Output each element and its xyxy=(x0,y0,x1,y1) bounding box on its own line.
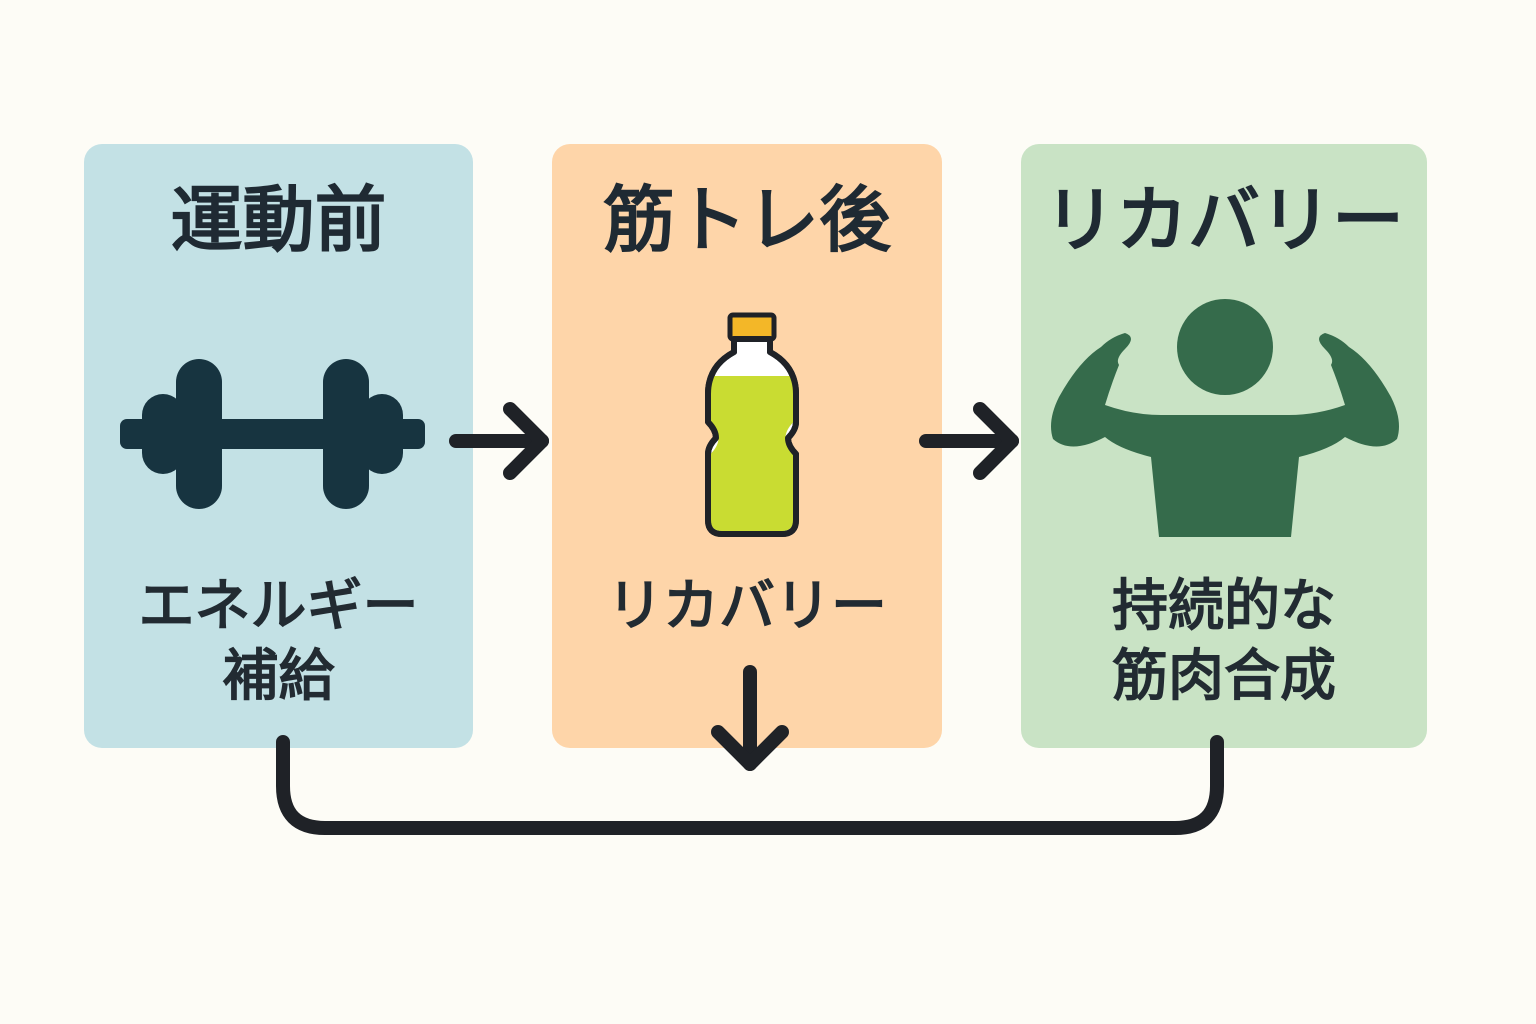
step-card-recovery: リカバリー 持続的な 筋肉合成 xyxy=(1021,144,1427,748)
step-title: 筋トレ後 xyxy=(602,178,891,262)
step-caption: 持続的な 筋肉合成 xyxy=(1021,572,1427,712)
caption-line: リカバリー xyxy=(607,574,887,639)
caption-line: エネルギー xyxy=(138,574,419,639)
dumbbell-icon xyxy=(120,359,425,509)
step-caption: エネルギー 補給 xyxy=(84,572,473,712)
step-title: リカバリー xyxy=(1043,178,1404,262)
bottle-icon xyxy=(705,312,799,537)
caption-line: 補給 xyxy=(222,644,335,709)
step-card-post-workout: 筋トレ後 リカバリー xyxy=(552,144,942,748)
loop-connector xyxy=(276,735,1224,835)
step-caption: リカバリー xyxy=(552,572,942,642)
step-title: 運動前 xyxy=(170,178,387,262)
step-card-pre-workout: 運動前 エネルギー 補給 xyxy=(84,144,473,748)
caption-line: 筋肉合成 xyxy=(1112,644,1336,709)
caption-line: 持続的な xyxy=(1112,574,1336,639)
flexing-person-icon xyxy=(1051,299,1399,537)
